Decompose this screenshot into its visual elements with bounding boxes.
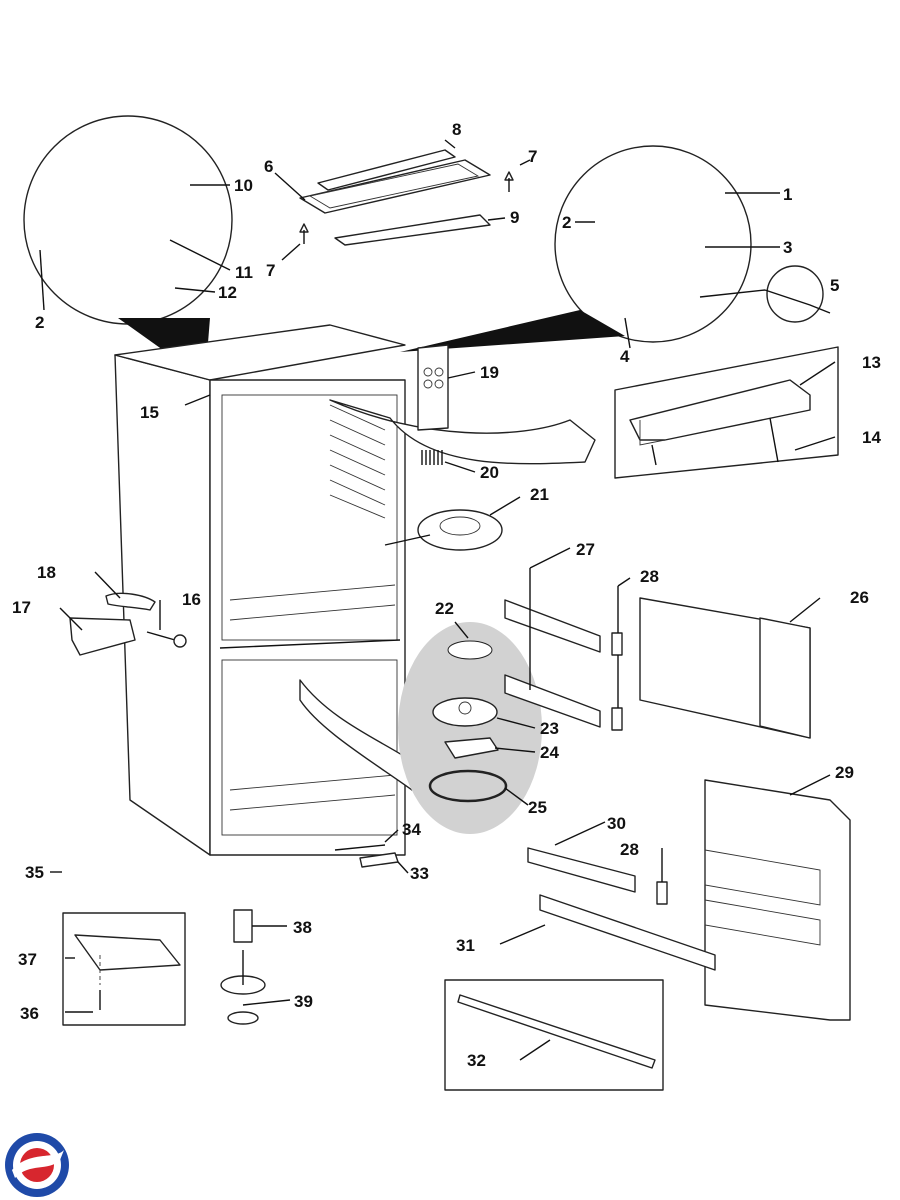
callout-label-34: 34 <box>402 820 421 839</box>
callout-label-22: 22 <box>435 599 454 618</box>
callout-label-24: 24 <box>540 743 559 762</box>
refrigerator-cabinet <box>114 324 596 856</box>
callout-labels: 1 2 2 3 4 5 6 7 7 8 9 10 11 12 13 14 15 … <box>12 120 881 1070</box>
callout-label-28: 28 <box>640 567 659 586</box>
callout-label-26: 26 <box>850 588 869 607</box>
control-panel-board <box>417 344 476 473</box>
callout-label-3: 3 <box>783 238 792 257</box>
callout-label-37: 37 <box>18 950 37 969</box>
callout-label-28: 28 <box>620 840 639 859</box>
callout-label-38: 38 <box>293 918 312 937</box>
callout-label-2: 2 <box>562 213 571 232</box>
callout-label-30: 30 <box>607 814 626 833</box>
callout-label-1: 1 <box>783 185 792 204</box>
callout-label-29: 29 <box>835 763 854 782</box>
ice-maker-oval <box>398 621 542 834</box>
callout-label-5: 5 <box>830 276 839 295</box>
callout-label-35: 35 <box>25 863 44 882</box>
right-detail-circle <box>400 145 831 352</box>
callout-label-18: 18 <box>37 563 56 582</box>
lower-drawer-front <box>704 774 851 1021</box>
callout-label-27: 27 <box>576 540 595 559</box>
callout-label-23: 23 <box>540 719 559 738</box>
callout-label-11: 11 <box>235 263 253 282</box>
callout-label-2: 2 <box>35 313 44 332</box>
callout-label-16: 16 <box>182 590 201 609</box>
hinge-parts <box>59 571 187 656</box>
callout-label-25: 25 <box>528 798 547 817</box>
freezer-rails <box>504 547 631 731</box>
control-panel-parts <box>274 139 531 261</box>
callout-label-21: 21 <box>530 485 549 504</box>
left-detail-circle <box>23 115 233 380</box>
logo-icon <box>5 1133 69 1197</box>
callout-label-19: 19 <box>480 363 499 382</box>
bottom-small-parts <box>50 829 409 1026</box>
callout-label-33: 33 <box>410 864 429 883</box>
callout-label-17: 17 <box>12 598 31 617</box>
callout-label-20: 20 <box>480 463 499 482</box>
callout-label-31: 31 <box>456 936 475 955</box>
callout-label-6: 6 <box>264 157 273 176</box>
callout-label-14: 14 <box>862 428 881 447</box>
callout-label-32: 32 <box>467 1051 486 1070</box>
callout-label-7: 7 <box>528 147 537 166</box>
callout-label-13: 13 <box>862 353 881 372</box>
evaporator-fan <box>384 496 521 551</box>
callout-label-10: 10 <box>234 176 253 195</box>
callout-label-8: 8 <box>452 120 461 139</box>
fan-bracket-box <box>614 346 839 479</box>
slide-rails <box>499 821 716 971</box>
grille-box <box>444 979 664 1091</box>
callout-label-15: 15 <box>140 403 159 422</box>
callout-label-4: 4 <box>620 347 630 366</box>
freezer-drawer-front <box>639 597 821 739</box>
callout-label-36: 36 <box>20 1004 39 1023</box>
callout-label-39: 39 <box>294 992 313 1011</box>
callout-label-7: 7 <box>266 261 275 280</box>
callout-label-9: 9 <box>510 208 519 227</box>
callout-label-12: 12 <box>218 283 237 302</box>
